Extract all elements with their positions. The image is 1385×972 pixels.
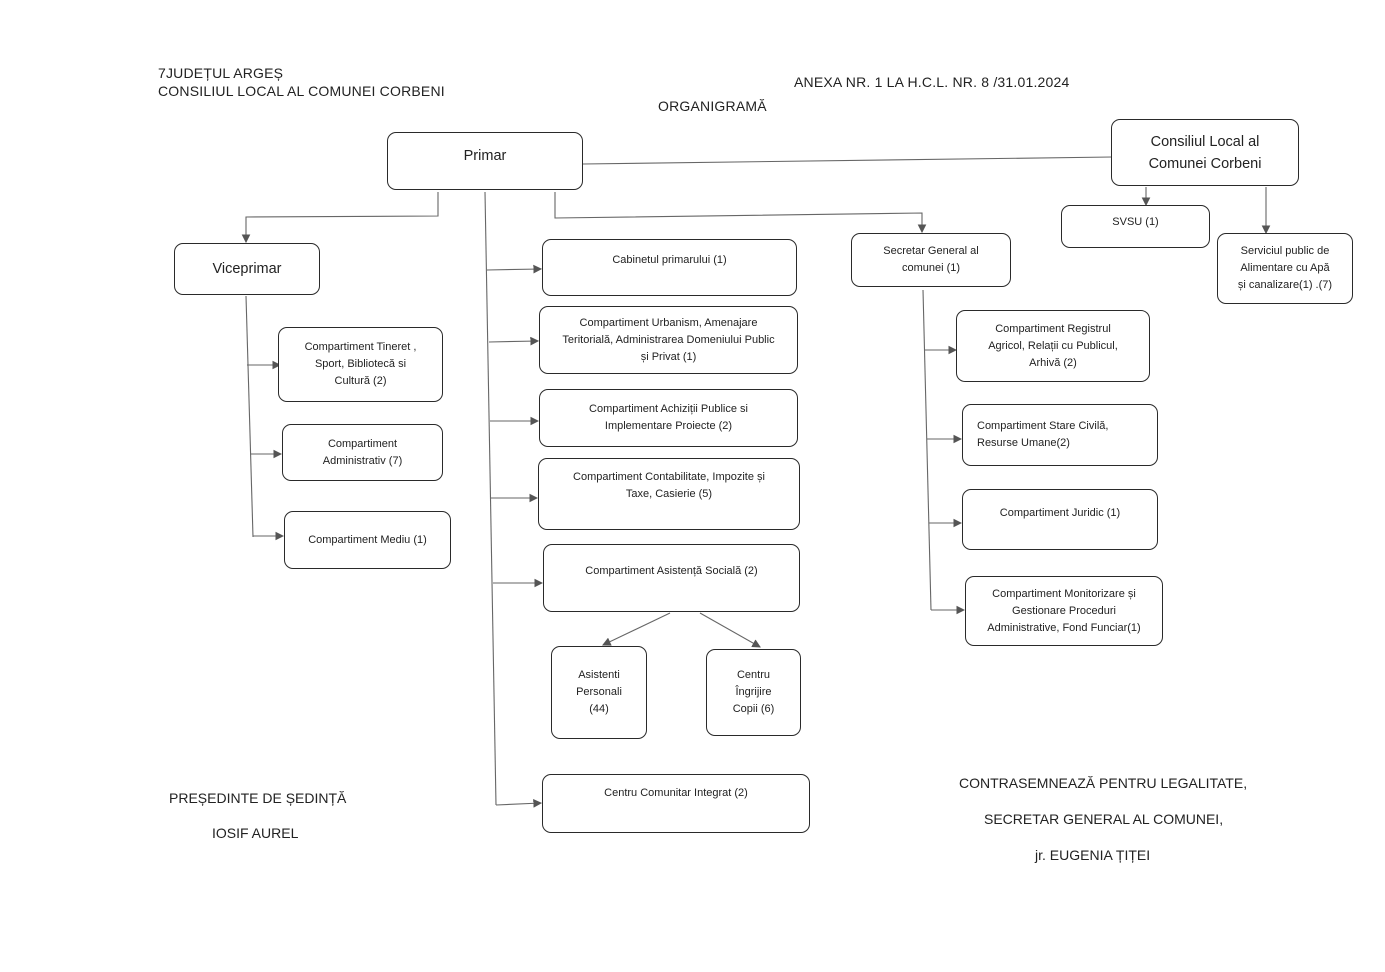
box-centru-comunitar: Centru Comunitar Integrat (2) [542,774,810,833]
secretary-name: jr. EUGENIA ȚIȚEI [1035,847,1151,863]
county-label: 7JUDEȚUL ARGEȘ [158,65,284,81]
box-compartiment-asistenta-sociala: Compartiment Asistență Socială (2) [543,544,800,612]
box-compartiment-stare-civila: Compartiment Stare Civilă, Resurse Umane… [962,404,1158,466]
president-title: PREȘEDINTE DE ȘEDINȚĂ [169,790,347,806]
box-cabinetul-primarului: Cabinetul primarului (1) [542,239,797,296]
box-compartiment-tineret: Compartiment Tineret , Sport, Bibliotecă… [278,327,443,402]
line-secretar-trunk [922,289,932,611]
line-primar-consiliu [582,156,1113,165]
box-compartiment-juridic: Compartiment Juridic (1) [962,489,1158,550]
box-centru-ingrijire-copii: Centru Îngrijire Copii (6) [706,649,801,736]
line-primar-secretar [554,192,927,234]
box-viceprimar: Viceprimar [174,243,320,295]
president-name: IOSIF AUREL [212,825,299,841]
box-compartiment-urbanism: Compartiment Urbanism, Amenajare Teritor… [539,306,798,374]
box-compartiment-mediu: Compartiment Mediu (1) [284,511,451,569]
council-label: CONSILIUL LOCAL AL COMUNEI CORBENI [158,83,445,99]
box-compartiment-achizitii: Compartiment Achiziții Publice si Implem… [539,389,798,447]
box-primar: Primar [387,132,583,190]
line-primar-trunk [484,191,497,806]
line-primar-viceprimar [241,192,439,244]
box-compartiment-administrativ: Compartiment Administrativ (7) [282,424,443,481]
box-compartiment-contabilitate: Compartiment Contabilitate, Impozite și … [538,458,800,530]
secretary-title: SECRETAR GENERAL AL COMUNEI, [984,811,1224,827]
countersign-label: CONTRASEMNEAZĂ PENTRU LEGALITATE, [959,775,1248,791]
box-compartiment-monitorizare: Compartiment Monitorizare și Gestionare … [965,576,1163,646]
box-compartiment-registru: Compartiment Registrul Agricol, Relații … [956,310,1150,382]
box-svsu: SVSU (1) [1061,205,1210,248]
box-consiliul-local: Consiliul Local al Comunei Corbeni [1111,119,1299,186]
line-viceprimar-trunk [245,295,254,538]
box-serviciul-apa: Serviciul public de Alimentare cu Apă și… [1217,233,1353,304]
box-secretar-general: Secretar General al comunei (1) [851,233,1011,287]
document-title: ORGANIGRAMĂ [658,98,767,114]
annex-label: ANEXA NR. 1 LA H.C.L. NR. 8 /31.01.2024 [794,74,1070,90]
box-asistenti-personali: Asistenti Personali (44) [551,646,647,739]
